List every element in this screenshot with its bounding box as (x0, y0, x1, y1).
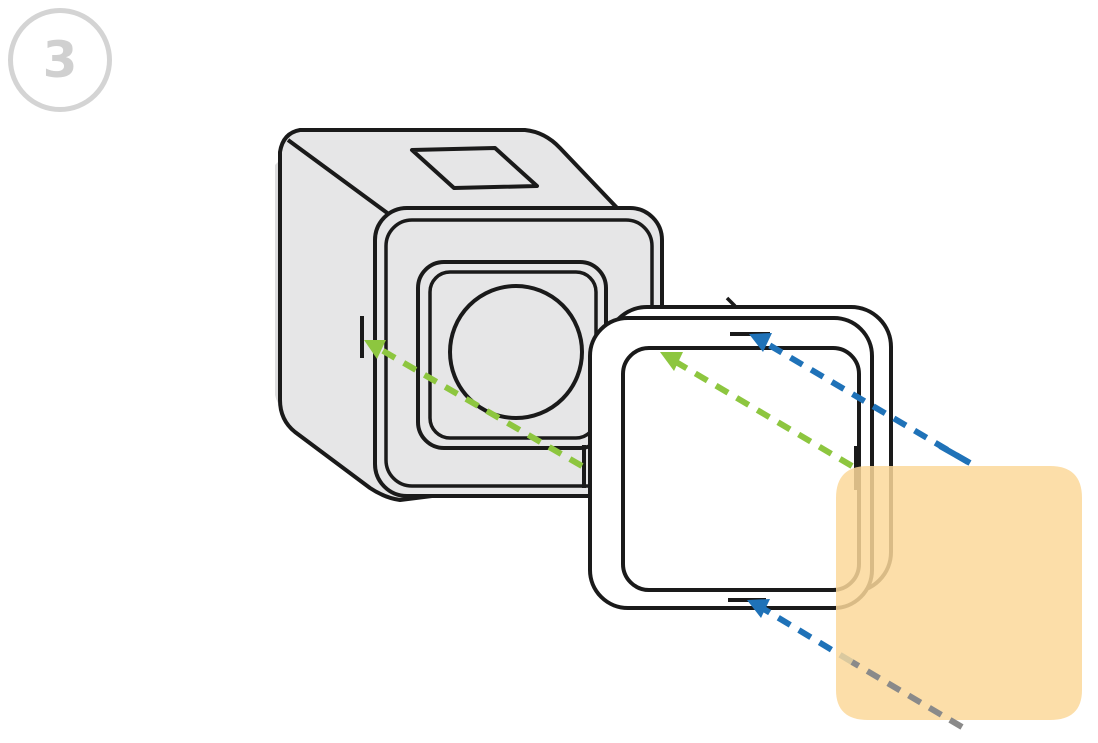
green-arrow-left-line (376, 345, 584, 469)
gray-arrow-line (850, 659, 964, 730)
blue-arrow-top-line (762, 339, 970, 465)
blue-arrow-bottom-line (760, 605, 854, 665)
green-arrow-over-frame (674, 359, 854, 469)
mount-plate-icon (836, 466, 1082, 720)
frame-inner (621, 346, 861, 592)
green-arrow-over-frame-head (660, 352, 683, 371)
frame-top-notch (725, 296, 737, 308)
blue-arrow-top-head (749, 333, 772, 352)
step-number-badge: 3 (8, 8, 112, 112)
blue-arrow-top-tail (938, 443, 972, 466)
mount-plate (836, 466, 1082, 720)
camera-top-edge (286, 138, 392, 217)
lens-icon (448, 284, 584, 420)
blue-arrow-bottom-head (747, 599, 770, 618)
green-arrow-left-head (364, 340, 386, 359)
camera-top-button (410, 146, 539, 190)
blue-arrows (747, 333, 970, 665)
